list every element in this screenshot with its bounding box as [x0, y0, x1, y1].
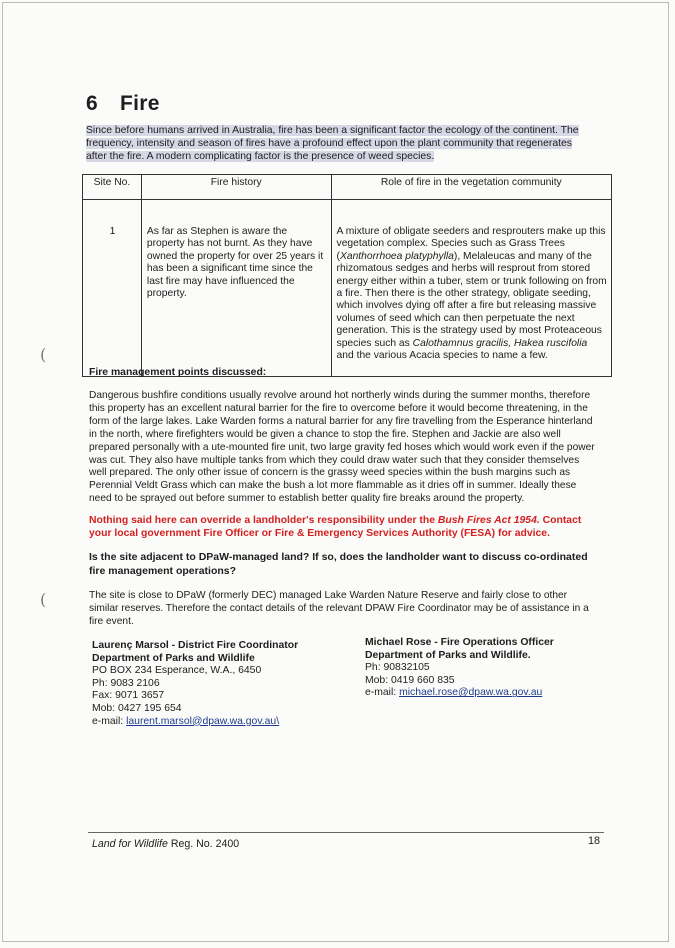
contact-email-row: e-mail: laurent.marsol@dpaw.wa.gov.au\	[92, 716, 298, 729]
warning-text-2: Contact your local government Fire Offic…	[89, 515, 582, 539]
table-row: 1 As far as Stephen is aware the propert…	[82, 224, 613, 377]
header-site-no: Site No.	[82, 174, 142, 200]
contact-phone: Ph: 9083 2106	[92, 677, 160, 689]
header-role-of-fire: Role of fire in the vegetation community	[330, 174, 613, 200]
contact-email-row: e-mail: michael.rose@dpaw.wa.gov.au	[365, 687, 554, 700]
management-paragraph: Dangerous bushfire conditions usually re…	[89, 390, 595, 505]
warning-notice: Nothing said here can override a landhol…	[89, 514, 601, 540]
role-species-2: Calothamnus gracilis, Hakea ruscifolia	[412, 337, 588, 349]
fire-history-text: As far as Stephen is aware the property …	[146, 226, 324, 300]
adjacency-answer: The site is close to DPaW (formerly DEC)…	[89, 590, 589, 627]
role-text-1: A mixture of obligate seeders and respro…	[336, 226, 606, 262]
fire-history-table: Site No. Fire history Role of fire in th…	[82, 174, 613, 377]
contact-phone: Ph: 90832105	[365, 662, 430, 674]
page-border	[2, 2, 669, 942]
role-species-1: Xanthorrhoea platyphylla	[339, 250, 454, 262]
contact-fax: Fax: 9071 3657	[92, 690, 165, 702]
management-heading: Fire management points discussed:	[89, 367, 267, 378]
role-text-2: ), Melaleucas and many of the rhizomatou…	[336, 250, 607, 349]
contact-org: Department of Parks and Wildlife.	[365, 649, 531, 661]
footer-publication: Land for Wildlife Reg. No. 2400	[92, 838, 239, 850]
site-number-cell: 1	[82, 224, 142, 377]
intro-text: Since before humans arrived in Australia…	[86, 125, 579, 162]
spacer-cell	[82, 199, 142, 224]
page-number: 18	[588, 835, 601, 847]
intro-paragraph: Since before humans arrived in Australia…	[86, 124, 594, 163]
table-header-row: Site No. Fire history Role of fire in th…	[82, 174, 613, 200]
contact-card-2: Michael Rose - Fire Operations Officer D…	[365, 637, 554, 700]
contact-org: Department of Parks and Wildlife	[92, 652, 255, 664]
section-heading: 6 Fire	[86, 92, 160, 116]
publication-name: Land for Wildlife	[92, 838, 168, 850]
contact-mobile: Mob: 0427 195 654	[92, 702, 182, 714]
spacer-cell	[140, 199, 332, 224]
section-number: 6	[86, 92, 98, 115]
warning-text-1: Nothing said here can override a landhol…	[89, 515, 438, 526]
contact-address: PO BOX 234 Esperance, W.A., 6450	[92, 665, 262, 677]
warning-act: Bush Fires Act 1954.	[437, 515, 540, 526]
footer-divider	[88, 832, 604, 833]
role-text-3: and the various Acacia species to name a…	[336, 350, 548, 362]
fire-history-cell: As far as Stephen is aware the property …	[140, 224, 332, 377]
margin-mark: (	[40, 345, 47, 364]
email-label: e-mail:	[365, 687, 400, 699]
table-spacer-row	[82, 199, 613, 224]
spacer-cell	[330, 199, 613, 224]
email-link[interactable]: laurent.marsol@dpaw.wa.gov.au\	[126, 715, 280, 727]
role-of-fire-text: A mixture of obligate seeders and respro…	[337, 226, 607, 362]
margin-mark: (	[40, 590, 47, 609]
registration-number: Reg. No. 2400	[167, 838, 240, 850]
contact-mobile: Mob: 0419 660 835	[365, 674, 455, 686]
section-title: Fire	[119, 92, 160, 115]
header-fire-history: Fire history	[140, 174, 332, 200]
adjacency-question: Is the site adjacent to DPaW-managed lan…	[89, 551, 588, 577]
contact-name: Michael Rose - Fire Operations Officer	[365, 637, 554, 648]
email-label: e-mail:	[92, 715, 127, 727]
contact-name: Laurenç Marsol - District Fire Coordinat…	[92, 640, 299, 651]
email-link[interactable]: michael.rose@dpaw.wa.gov.au	[399, 687, 543, 699]
role-of-fire-cell: A mixture of obligate seeders and respro…	[330, 224, 613, 377]
contact-card-1: Laurenç Marsol - District Fire Coordinat…	[92, 640, 298, 728]
